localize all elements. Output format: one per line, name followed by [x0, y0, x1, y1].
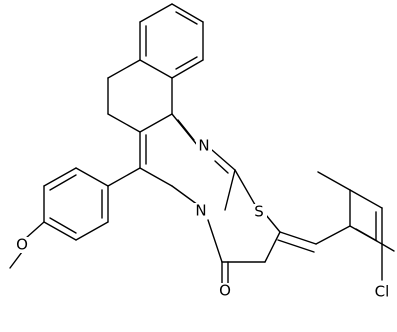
nitrogen-imine-label: N: [198, 137, 209, 155]
nitrogen-ring-label: N: [195, 202, 206, 220]
sulfur-label: S: [254, 203, 264, 221]
methoxy-oxygen-label: O: [16, 236, 28, 254]
methoxyphenyl-ring: [9, 167, 141, 269]
thiazole-ring: [207, 169, 281, 263]
atom-labels: N N S O O Cl: [14, 137, 394, 301]
benzylidene-bond: [277, 225, 351, 253]
chlorine-label: Cl: [375, 283, 390, 301]
carbonyl-oxygen-label: O: [219, 282, 231, 300]
carbonyl-bond: [221, 261, 229, 287]
pyrimidine-ring: [139, 113, 236, 211]
aromatic-ring-top: [139, 3, 204, 79]
dihydro-ring: [107, 59, 173, 133]
chlorophenyl-ring: [317, 171, 395, 281]
